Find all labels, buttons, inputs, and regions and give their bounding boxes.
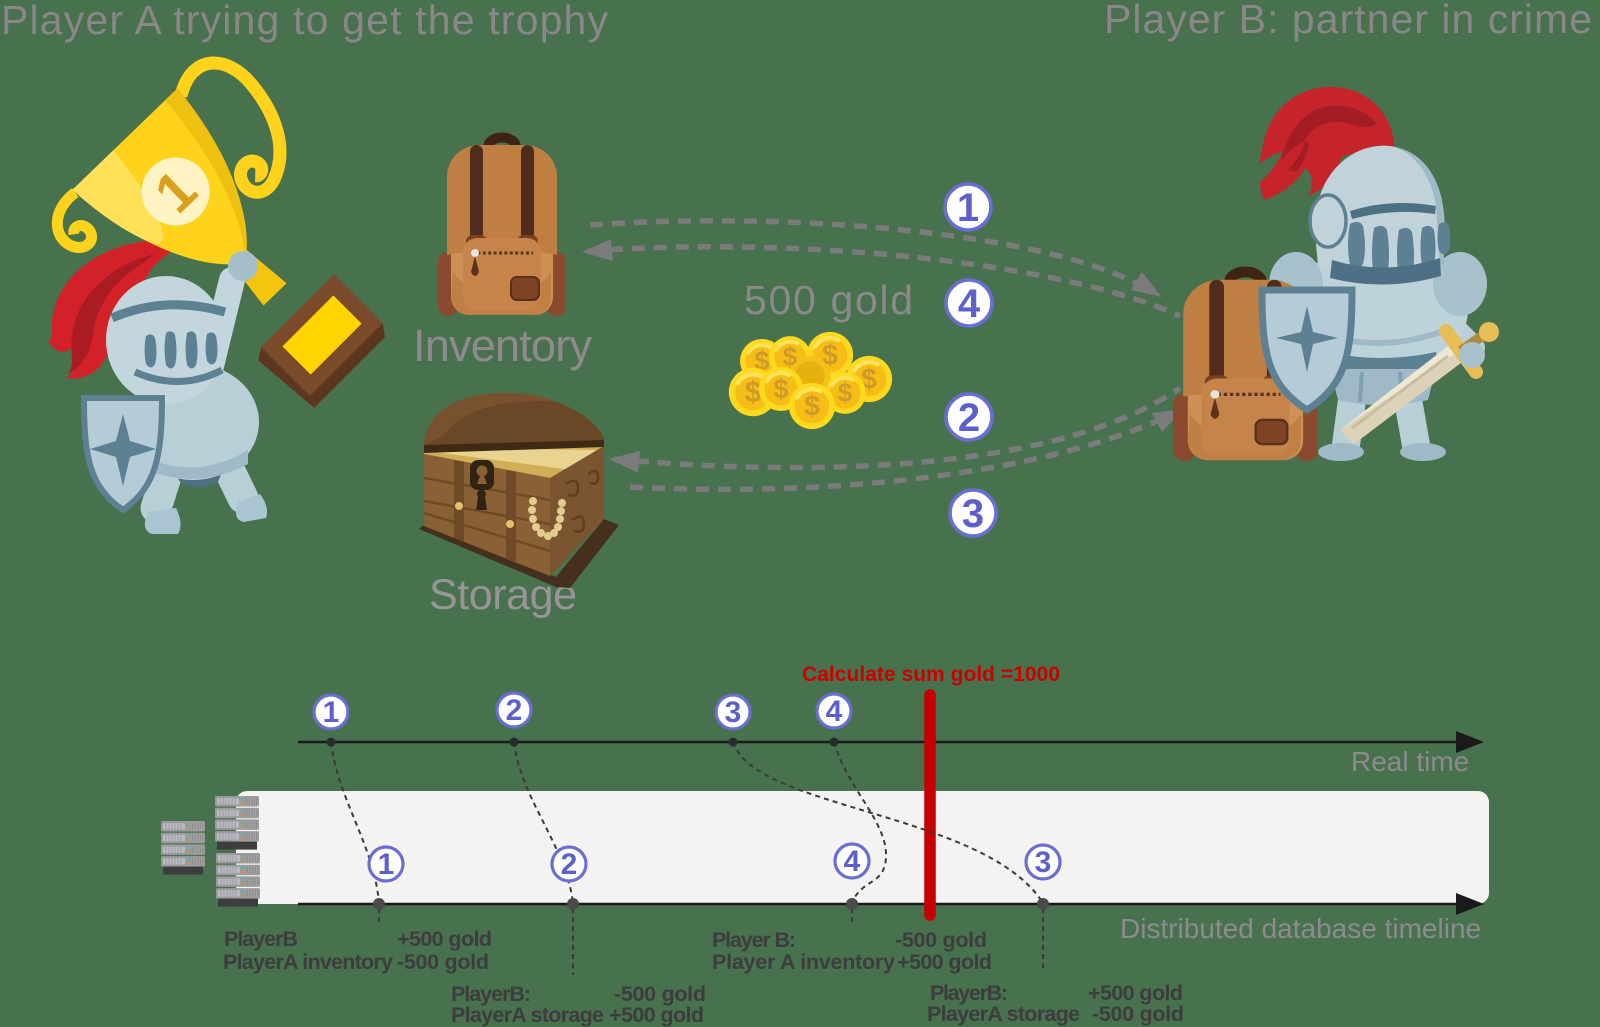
svg-text:Player A trying to get the tro: Player A trying to get the trophy [1, 0, 609, 43]
svg-text:-500 gold: -500 gold [397, 950, 489, 974]
svg-text:PlayerA storage: PlayerA storage [927, 1002, 1080, 1026]
svg-text:1: 1 [378, 848, 395, 881]
svg-text:Inventory: Inventory [413, 320, 593, 371]
svg-text:2: 2 [561, 848, 578, 881]
svg-text:Player B:: Player B: [712, 928, 796, 952]
svg-text:PlayerB: PlayerB [224, 927, 298, 951]
svg-text:4: 4 [958, 282, 981, 326]
svg-text:500 gold: 500 gold [744, 277, 913, 323]
svg-text:+500 gold: +500 gold [897, 950, 992, 974]
svg-text:PlayerB:: PlayerB: [930, 981, 1008, 1005]
svg-text:PlayerA storage: PlayerA storage [451, 1003, 604, 1027]
svg-text:4: 4 [826, 695, 843, 728]
svg-text:+500 gold: +500 gold [609, 1003, 704, 1027]
svg-text:1: 1 [323, 696, 340, 729]
svg-text:Calculate sum gold =1000: Calculate sum gold =1000 [802, 663, 1060, 686]
svg-text:2: 2 [958, 396, 980, 440]
svg-text:3: 3 [1035, 846, 1052, 879]
svg-text:4: 4 [844, 845, 861, 878]
svg-text:-500 gold: -500 gold [614, 982, 706, 1006]
svg-text:2: 2 [506, 694, 523, 727]
svg-text:Player A inventory: Player A inventory [712, 950, 895, 974]
svg-text:-500 gold: -500 gold [895, 928, 987, 952]
svg-text:Player B: partner in crime: Player B: partner in crime [1104, 0, 1592, 42]
svg-text:Distributed database timeline: Distributed database timeline [1120, 913, 1481, 944]
svg-text:PlayerB:: PlayerB: [451, 982, 531, 1006]
svg-text:-500 gold: -500 gold [1092, 1002, 1184, 1026]
svg-text:3: 3 [962, 492, 984, 536]
svg-text:+500 gold: +500 gold [397, 927, 492, 951]
svg-text:Real time: Real time [1351, 746, 1469, 777]
svg-text:+500 gold: +500 gold [1088, 981, 1183, 1005]
svg-text:3: 3 [725, 696, 742, 729]
svg-text:PlayerA inventory: PlayerA inventory [223, 950, 393, 974]
svg-text:1: 1 [957, 186, 979, 230]
